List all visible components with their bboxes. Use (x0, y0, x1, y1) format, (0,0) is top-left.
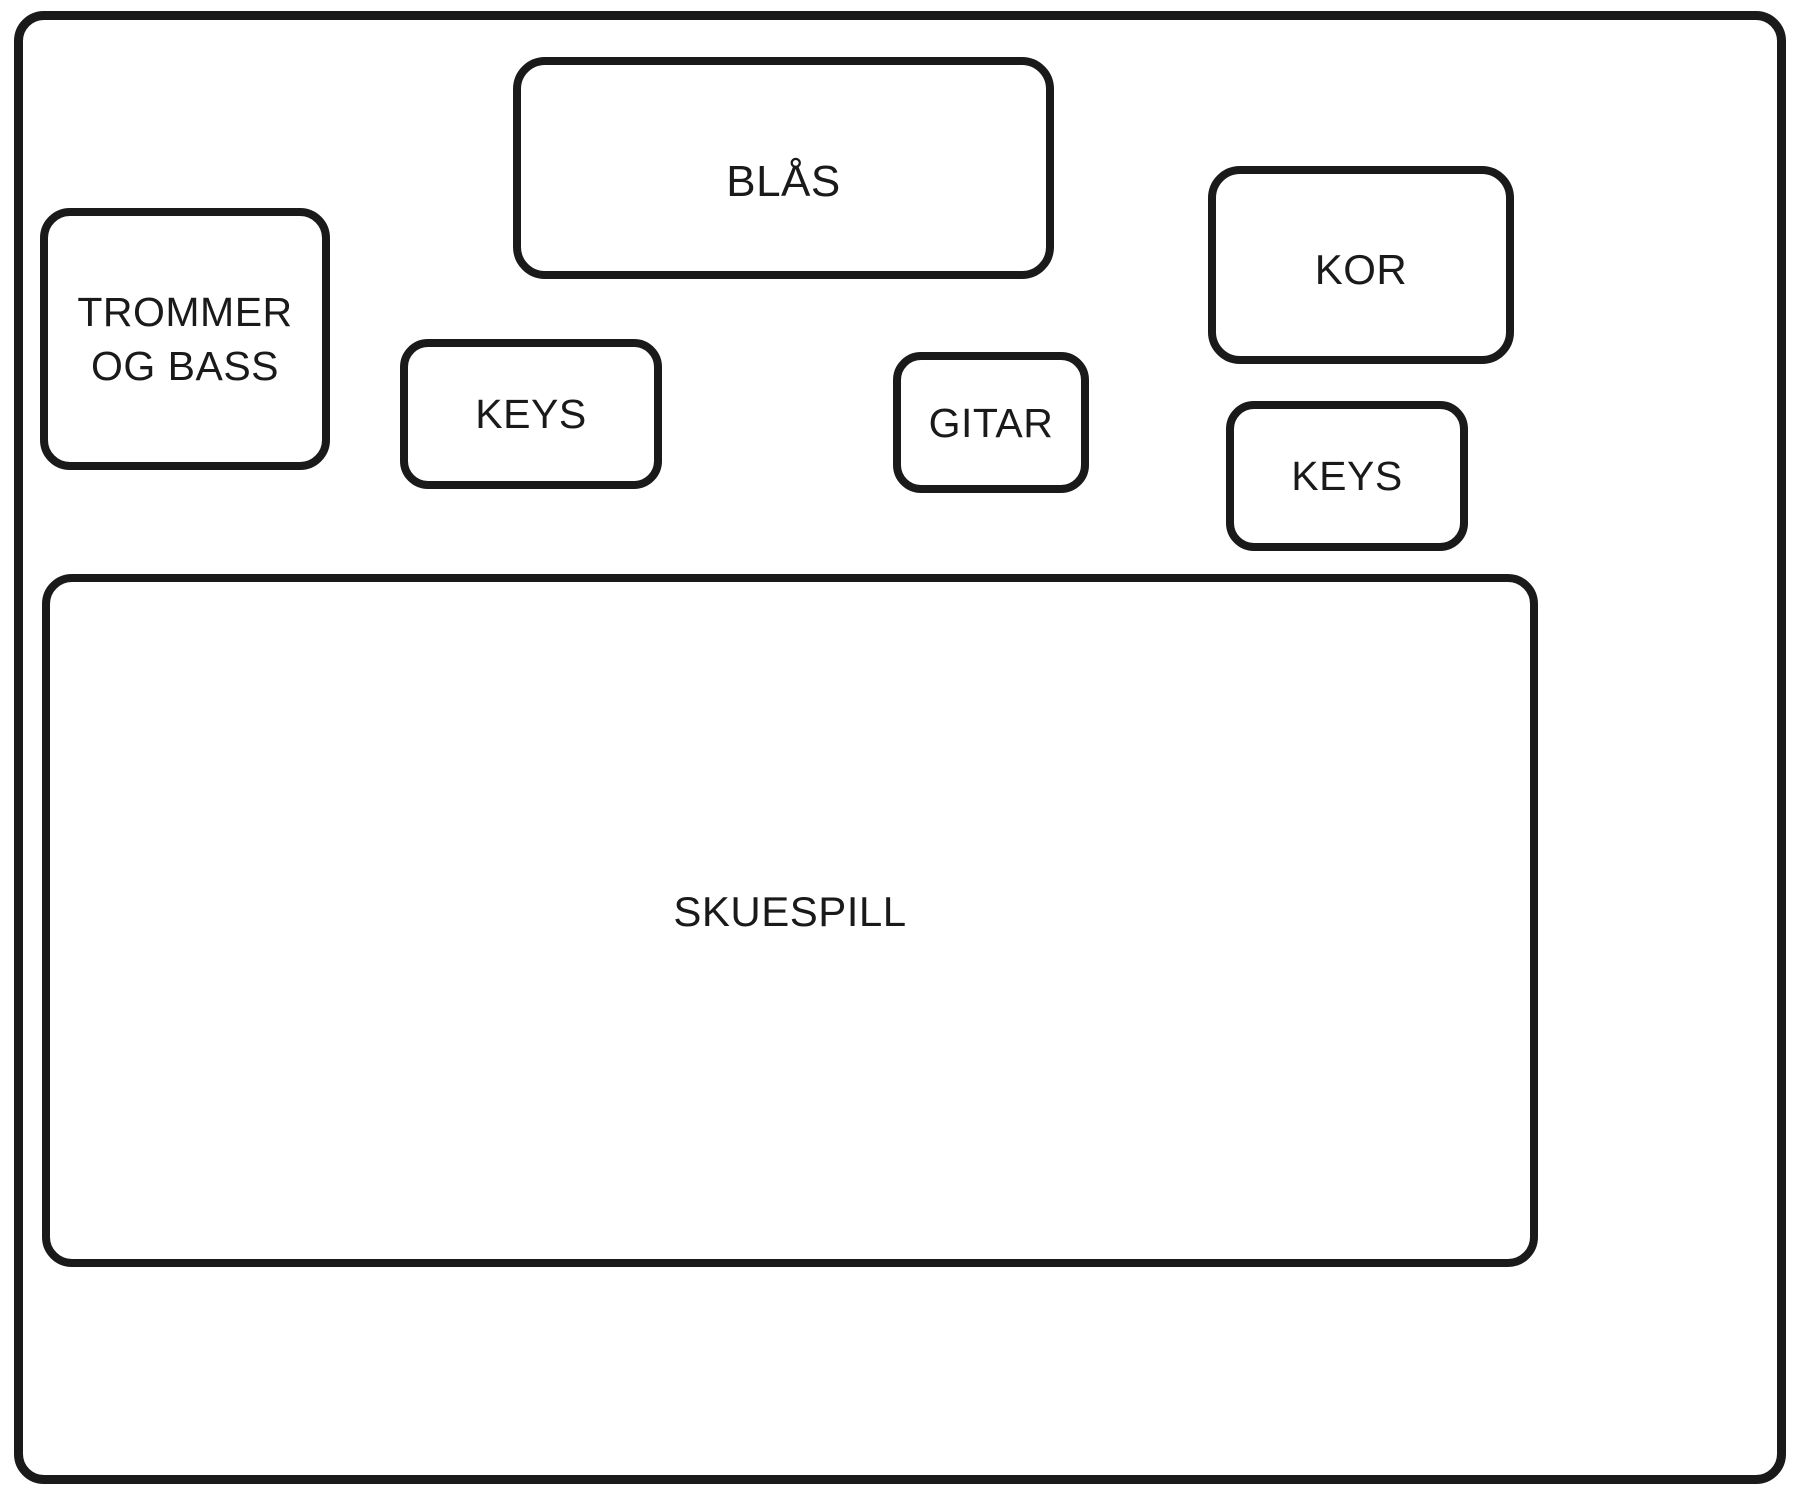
zone-skuespill[interactable]: SKUESPILL (42, 574, 1538, 1267)
zone-keys-right-label: KEYS (1291, 453, 1403, 499)
zone-blas-label: BLÅS (726, 157, 841, 206)
zone-trommer-og-bass[interactable]: TROMMER OG BASS (40, 208, 330, 470)
zone-trommer-og-bass-label: TROMMER OG BASS (77, 288, 293, 389)
zone-blas[interactable]: BLÅS (513, 57, 1054, 279)
zone-keys-right[interactable]: KEYS (1226, 401, 1468, 551)
zone-keys-left[interactable]: KEYS (400, 339, 662, 489)
zone-gitar[interactable]: GITAR (893, 352, 1089, 493)
zone-kor-label: KOR (1314, 246, 1408, 293)
zone-keys-left-label: KEYS (475, 391, 587, 437)
zone-gitar-label: GITAR (928, 400, 1054, 446)
zone-skuespill-label: SKUESPILL (673, 888, 907, 935)
zone-kor[interactable]: KOR (1208, 166, 1514, 364)
